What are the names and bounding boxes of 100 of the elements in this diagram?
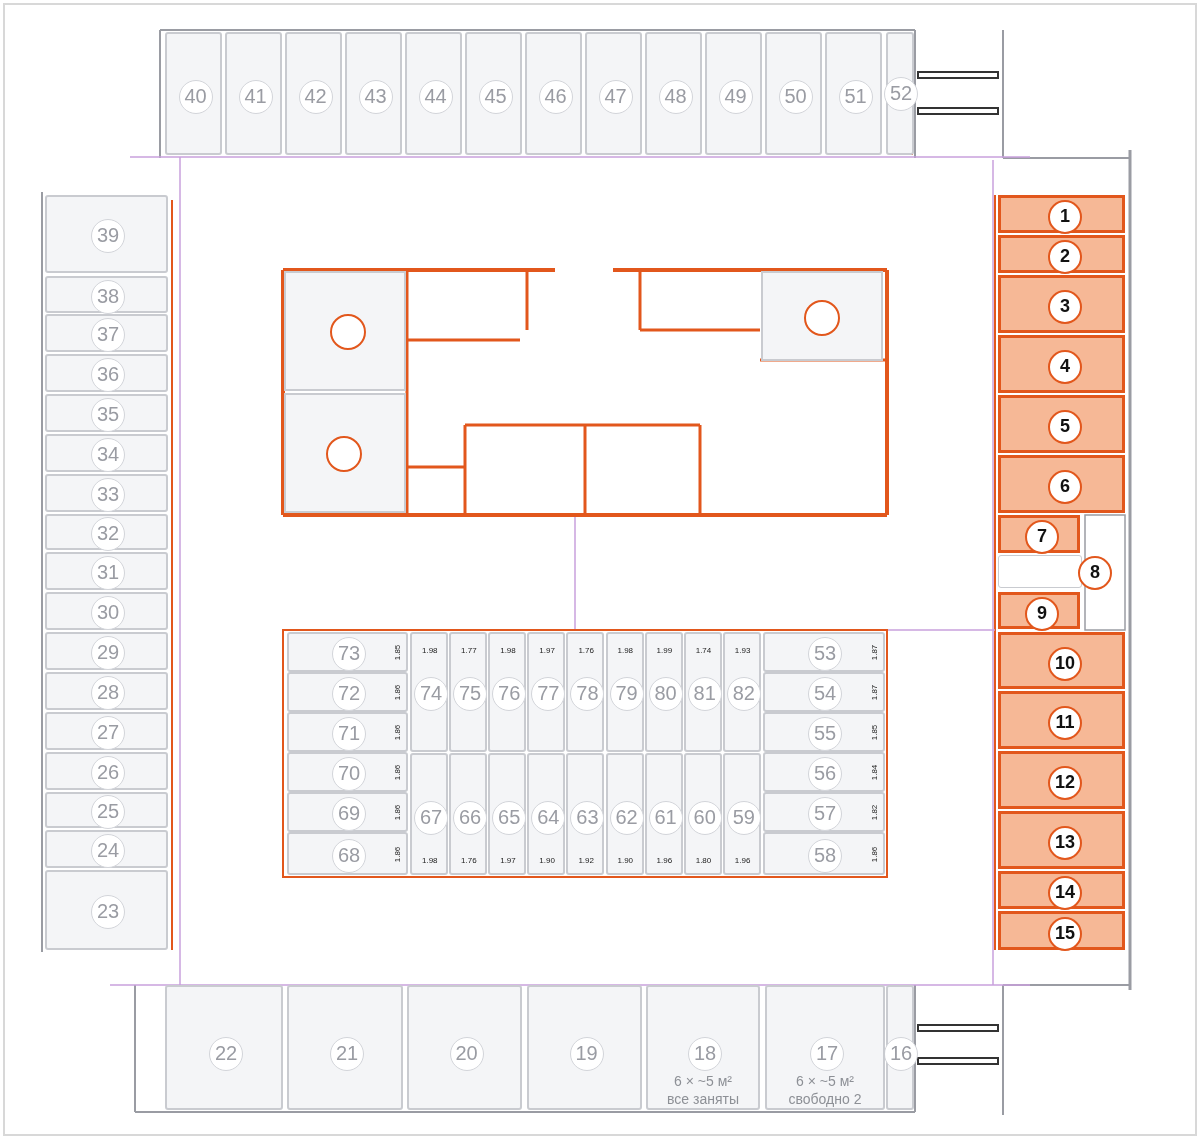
dimension-label: 1.96: [656, 856, 673, 865]
storage-unit: [763, 752, 885, 792]
dimension-label: 1.96: [734, 856, 751, 865]
storage-unit: [527, 753, 566, 875]
unit-number: 68: [332, 838, 366, 873]
unit-number: 71: [332, 717, 366, 751]
dimension-label: 1.92: [578, 856, 594, 865]
storage-unit: [45, 314, 168, 352]
unit-number: 30: [91, 596, 125, 630]
unit-number: 7: [1025, 520, 1059, 554]
dimension-label: 1.98: [617, 646, 634, 655]
storage-unit: [722, 753, 761, 875]
dimension-label: 1.77: [461, 646, 477, 655]
storage-unit: [998, 751, 1125, 809]
storage-unit: [287, 632, 408, 672]
storage-unit: [765, 32, 822, 155]
unit-number: 15: [1048, 916, 1082, 951]
unit-number: 43: [358, 80, 393, 114]
dimension-label: 1.80: [695, 856, 712, 865]
storage-unit: [165, 985, 283, 1110]
storage-unit: [585, 32, 642, 155]
dimension-label: 1.76: [578, 646, 594, 655]
storage-unit: [998, 275, 1125, 333]
storage-unit: [527, 632, 566, 752]
unit-number: 60: [687, 801, 722, 835]
dimension-label: 1.86: [393, 804, 403, 821]
unit-number: 73: [332, 637, 366, 671]
dimension-label: 1.99: [656, 646, 673, 655]
unit-number: 1: [1048, 200, 1082, 234]
unit-number: 78: [570, 677, 605, 711]
unit-number: 3: [1048, 290, 1082, 324]
unit-number: 18: [688, 1037, 722, 1071]
storage-unit: [287, 832, 408, 875]
dimension-label: 1.90: [539, 856, 555, 865]
storage-unit: [225, 32, 282, 155]
unit-number: 48: [658, 80, 693, 114]
storage-unit: [705, 32, 762, 155]
dimension-label: 1.98: [500, 646, 516, 655]
unit-number: 25: [91, 795, 125, 829]
unit-number: 52: [884, 77, 918, 111]
storage-unit: [410, 753, 448, 875]
storage-unit: [825, 32, 882, 155]
storage-unit: [998, 691, 1125, 749]
unit-number: 81: [687, 677, 722, 711]
dimension-label: 1.97: [539, 646, 555, 655]
unit-number: 23: [91, 895, 125, 929]
storage-unit: [410, 632, 448, 752]
unit-number: 5: [1048, 410, 1082, 444]
storage-unit: [683, 632, 722, 752]
storage-unit: [605, 632, 644, 752]
dimension-label: 1.86: [393, 684, 403, 701]
unit-number: 44: [418, 80, 453, 114]
storage-unit: [287, 985, 403, 1110]
storage-unit: [566, 632, 605, 752]
dimension-label: 1.93: [734, 646, 751, 655]
unit-number: 41: [238, 80, 273, 114]
storage-unit: [765, 985, 885, 1110]
unit-number: 69: [332, 797, 366, 831]
dimension-label: 1.97: [500, 856, 516, 865]
unit-number: 54: [808, 677, 842, 711]
storage-unit: [527, 985, 642, 1110]
storage-unit: [45, 434, 168, 472]
unit-number: 19: [569, 1037, 604, 1071]
unit-number: 26: [91, 756, 125, 790]
unit-note: 6 × ~5 м²: [795, 1073, 855, 1089]
storage-unit: [287, 672, 408, 712]
dimension-label: 1.98: [422, 646, 438, 655]
unit-number: 75: [453, 677, 488, 711]
storage-unit: [644, 753, 683, 875]
storage-unit: [45, 394, 168, 432]
storage-unit: [998, 235, 1125, 273]
unit-number: 77: [531, 677, 566, 711]
storage-unit: [45, 276, 168, 313]
unit-number: 13: [1048, 826, 1082, 860]
unit-number: 61: [648, 801, 683, 835]
storage-unit: [449, 632, 488, 752]
unit-number: 42: [298, 80, 333, 114]
dimension-label: 1.74: [695, 646, 712, 655]
unit-number: 2: [1048, 240, 1082, 274]
unit-number: 34: [91, 438, 125, 472]
storage-unit: [998, 592, 1080, 629]
unit-number: 62: [609, 801, 644, 835]
storage-unit: [763, 632, 885, 672]
unit-number: 33: [91, 478, 125, 512]
unit-number: 47: [598, 80, 633, 114]
unit-note: 6 × ~5 м²: [673, 1073, 733, 1089]
unit-number: 6: [1048, 470, 1082, 504]
dimension-label: 1.87: [870, 684, 880, 701]
dimension-label: 1.87: [870, 644, 880, 661]
unit-number: 50: [778, 80, 813, 114]
unit-number: 24: [91, 834, 125, 868]
unit-number: 76: [492, 677, 527, 711]
unit-number: 53: [808, 637, 842, 671]
unit-number: 67: [414, 801, 448, 835]
storage-unit: [763, 832, 885, 875]
unit-number: 64: [531, 801, 566, 835]
unit-number: 82: [726, 677, 761, 711]
storage-unit: [566, 753, 605, 875]
unit-number: 58: [808, 838, 842, 873]
dimension-label: 1.85: [393, 644, 403, 661]
